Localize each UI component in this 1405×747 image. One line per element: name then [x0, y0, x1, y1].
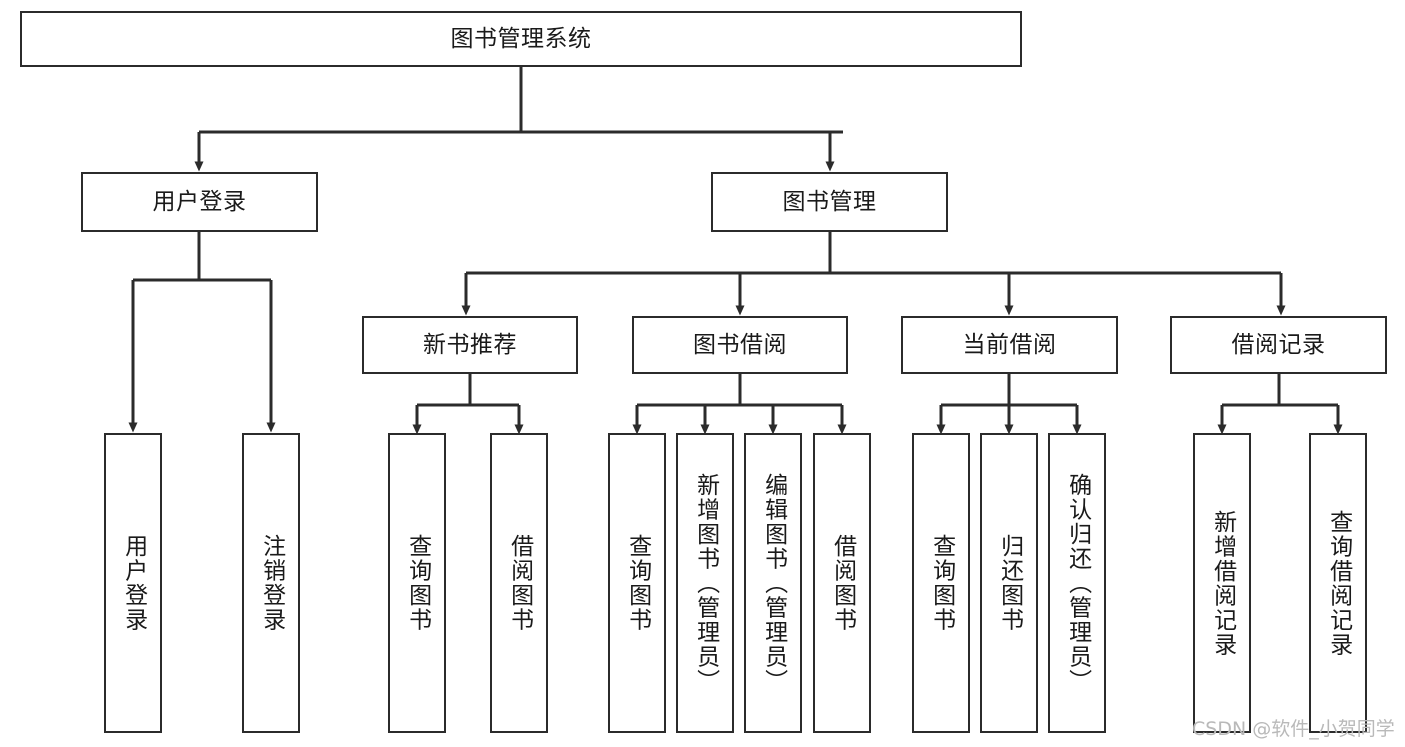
node-leaf-query-book-2-label: 查询图书 [624, 534, 651, 632]
node-user-login-label: 用户登录 [152, 188, 247, 215]
node-leaf-query-book-3-label: 查询图书 [928, 534, 955, 632]
node-leaf-add-book[interactable]: 新增图书（管理员） [676, 433, 734, 733]
node-leaf-user-login[interactable]: 用户登录 [104, 433, 162, 733]
node-root-label: 图书管理系统 [450, 25, 592, 52]
node-current-borrow[interactable]: 当前借阅 [901, 316, 1118, 374]
node-leaf-borrow-book-2[interactable]: 借阅图书 [813, 433, 871, 733]
node-leaf-return-book-label: 归还图书 [996, 534, 1023, 632]
node-root[interactable]: 图书管理系统 [20, 11, 1022, 67]
node-leaf-query-book-1-label: 查询图书 [404, 534, 431, 632]
node-current-borrow-label: 当前借阅 [962, 331, 1057, 358]
node-leaf-user-login-label: 用户登录 [120, 534, 147, 632]
node-leaf-confirm-return-label: 确认归还（管理员） [1064, 472, 1091, 694]
node-leaf-borrow-book-1[interactable]: 借阅图书 [490, 433, 548, 733]
node-new-book-rec[interactable]: 新书推荐 [362, 316, 578, 374]
node-new-book-rec-label: 新书推荐 [423, 331, 517, 358]
node-user-login[interactable]: 用户登录 [81, 172, 318, 232]
node-leaf-query-record[interactable]: 查询借阅记录 [1309, 433, 1367, 733]
node-leaf-add-book-label: 新增图书（管理员） [692, 472, 719, 694]
node-leaf-query-book-2[interactable]: 查询图书 [608, 433, 666, 733]
node-book-borrow[interactable]: 图书借阅 [632, 316, 848, 374]
node-leaf-edit-book-label: 编辑图书（管理员） [760, 472, 787, 694]
node-leaf-edit-book[interactable]: 编辑图书（管理员） [744, 433, 802, 733]
node-leaf-borrow-book-2-label: 借阅图书 [829, 534, 856, 632]
node-leaf-query-record-label: 查询借阅记录 [1325, 509, 1352, 657]
node-leaf-borrow-book-1-label: 借阅图书 [506, 534, 533, 632]
node-book-borrow-label: 图书借阅 [693, 331, 787, 358]
node-leaf-user-logout-label: 注销登录 [258, 534, 285, 632]
node-leaf-query-book-1[interactable]: 查询图书 [388, 433, 446, 733]
node-leaf-return-book[interactable]: 归还图书 [980, 433, 1038, 733]
node-leaf-query-book-3[interactable]: 查询图书 [912, 433, 970, 733]
node-borrow-record-label: 借阅记录 [1231, 331, 1326, 358]
node-book-manage-label: 图书管理 [782, 188, 877, 215]
node-leaf-add-record-label: 新增借阅记录 [1209, 509, 1236, 657]
node-book-manage[interactable]: 图书管理 [711, 172, 948, 232]
node-leaf-add-record[interactable]: 新增借阅记录 [1193, 433, 1251, 733]
watermark-text: CSDN @软件_小贺同学 [1192, 718, 1395, 740]
node-leaf-confirm-return[interactable]: 确认归还（管理员） [1048, 433, 1106, 733]
node-leaf-user-logout[interactable]: 注销登录 [242, 433, 300, 733]
node-borrow-record[interactable]: 借阅记录 [1170, 316, 1387, 374]
